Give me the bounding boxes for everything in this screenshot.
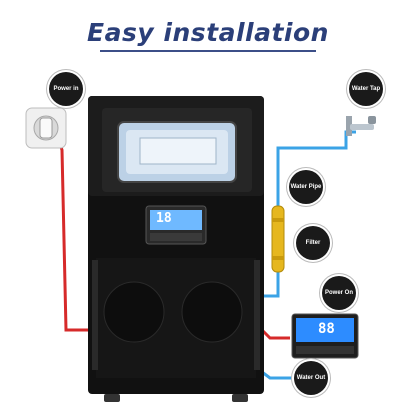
power-cable-panel [260,328,290,340]
title-underline [100,50,316,52]
water-line-machine [262,272,280,298]
machine-display-readout: 18 [156,211,172,226]
water-tap [346,116,376,136]
ice-machine-body [88,96,264,402]
panel-display-readout: 88 [318,321,335,337]
callout-water-out: Water Out [294,361,328,395]
page-title: Easy installation [87,18,329,47]
water-filter [271,205,285,273]
callout-water-tap: Water Tap [349,72,383,106]
callout-power-in: Power in [49,72,83,106]
callout-water-pipe: Water Pipe [289,170,323,204]
callout-filter: Filter [296,226,330,260]
wall-socket [25,107,67,149]
water-out-line [261,370,292,380]
control-panel-detail [291,313,359,359]
callout-power-on: Power On [322,276,356,310]
